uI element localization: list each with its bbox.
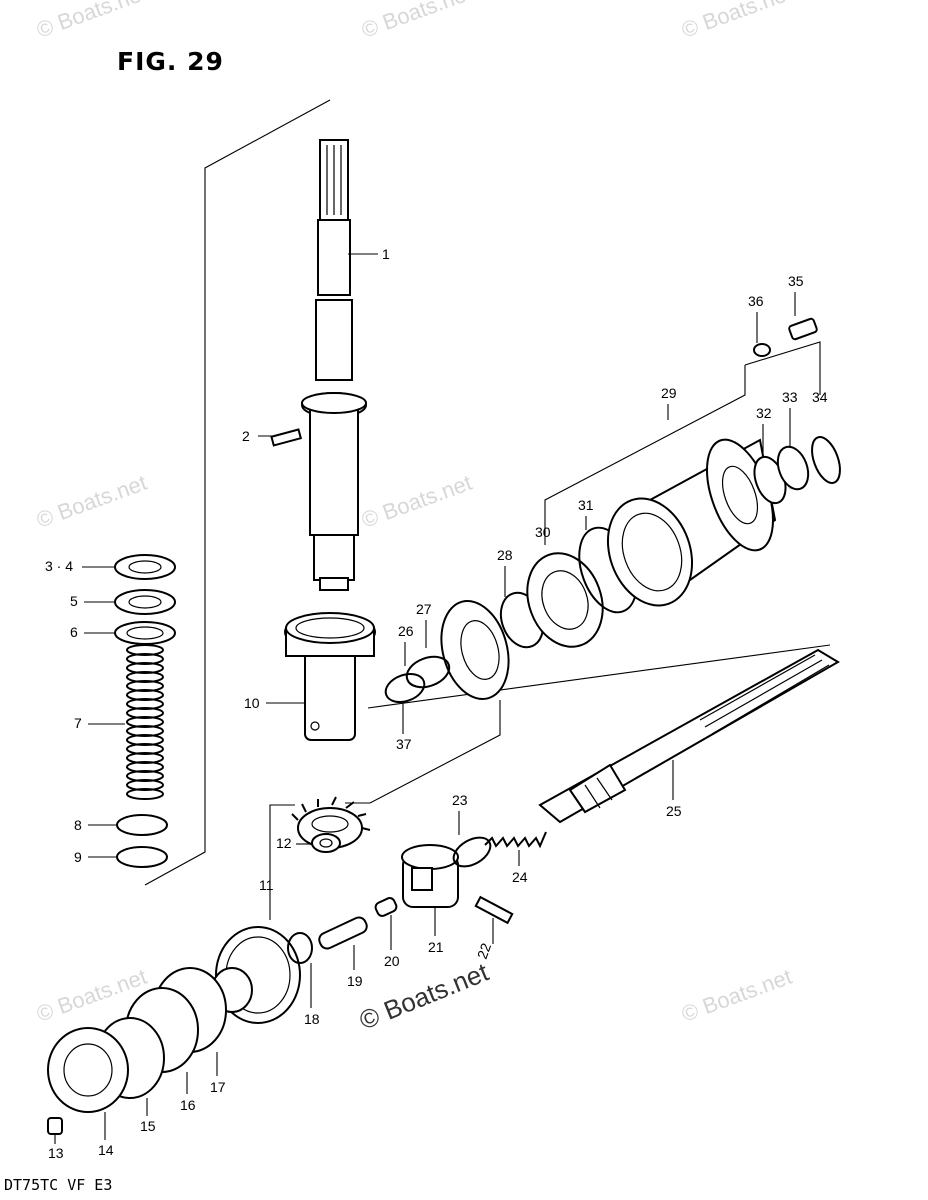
washer-36	[753, 343, 771, 357]
part-label-32: 32	[756, 405, 772, 421]
part-label-24: 24	[512, 869, 528, 885]
part-label-30: 30	[535, 524, 551, 540]
assembly-line-pinion	[345, 700, 501, 804]
watermark-center: © Boats.net	[355, 956, 493, 1035]
watermark: © Boats.net	[358, 0, 475, 43]
clutch-ring	[452, 836, 492, 868]
part-label-36: 36	[748, 293, 764, 309]
forward-bearing	[47, 967, 227, 1113]
part-label-29: 29	[661, 385, 677, 401]
part-label-37: 37	[396, 736, 412, 752]
part-label-34: 34	[812, 389, 828, 405]
model-code: DT75TC VF E3	[4, 1176, 113, 1194]
part-label-17: 17	[210, 1079, 226, 1095]
part-label-12: 12	[276, 835, 292, 851]
part-label-27: 27	[416, 601, 432, 617]
key-pin	[270, 428, 303, 447]
clutch-dog	[401, 844, 459, 908]
part-label-1: 1	[382, 246, 390, 262]
watermark: © Boats.net	[678, 0, 795, 43]
part-label-18: 18	[304, 1011, 320, 1027]
part-label-26: 26	[398, 623, 414, 639]
lower-washers	[116, 814, 168, 868]
part-label-20: 20	[384, 953, 400, 969]
part-label-31: 31	[578, 497, 594, 513]
part-label-15: 15	[140, 1118, 156, 1134]
drive-shaft-sleeve	[284, 612, 376, 741]
part-label-2: 2	[242, 428, 250, 444]
part-label-11: 11	[259, 877, 274, 893]
part-label-25: 25	[666, 803, 682, 819]
assembly-line-gears	[367, 644, 831, 709]
assembly-lines	[144, 99, 831, 920]
watermark: © Boats.net	[678, 964, 795, 1027]
bolt-35	[788, 317, 818, 341]
assembly-line-11	[269, 804, 295, 920]
pinion-nut	[311, 833, 341, 853]
spring-coil	[126, 788, 164, 800]
shims-26-37	[384, 655, 451, 704]
washer-stack	[114, 554, 176, 645]
part-label-23: 23	[452, 792, 468, 808]
part-label-8: 8	[74, 817, 82, 833]
part-label-6: 6	[70, 624, 78, 640]
watermark: © Boats.net	[33, 470, 150, 533]
watermark: © Boats.net	[358, 470, 475, 533]
figure-title: FIG. 29	[117, 47, 224, 76]
shim-18	[287, 932, 313, 964]
push-rod	[318, 916, 368, 950]
spring	[126, 644, 164, 800]
part-label-22: 22	[474, 941, 494, 961]
part-label-28: 28	[497, 547, 513, 563]
part-label-35: 35	[788, 273, 804, 289]
bearing-32-33	[753, 445, 810, 505]
part-label-3-4: 3 · 4	[45, 558, 73, 574]
part-label-5: 5	[70, 593, 78, 609]
part-label-19: 19	[347, 973, 363, 989]
assembly-bracket-left	[144, 99, 331, 886]
propeller-shaft-housing	[606, 438, 777, 607]
part-label-14: 14	[98, 1142, 114, 1158]
small-pin-13	[47, 1117, 63, 1135]
shift-slider	[374, 897, 398, 917]
part-label-21: 21	[428, 939, 444, 955]
assembly-line-29	[544, 365, 746, 545]
part-label-16: 16	[180, 1097, 196, 1113]
part-label-7: 7	[74, 715, 82, 731]
part-label-13: 13	[48, 1145, 64, 1161]
assembly-line-34	[744, 341, 821, 395]
drive-shaft	[301, 139, 367, 591]
part-label-10: 10	[244, 695, 260, 711]
part-label-9: 9	[74, 849, 82, 865]
spring-24	[484, 831, 547, 849]
bearing-30	[526, 552, 604, 648]
part-label-33: 33	[782, 389, 798, 405]
watermark: © Boats.net	[33, 0, 150, 43]
propeller-shaft	[538, 648, 840, 824]
clutch-pin	[474, 895, 514, 925]
circlip-34	[811, 436, 841, 484]
